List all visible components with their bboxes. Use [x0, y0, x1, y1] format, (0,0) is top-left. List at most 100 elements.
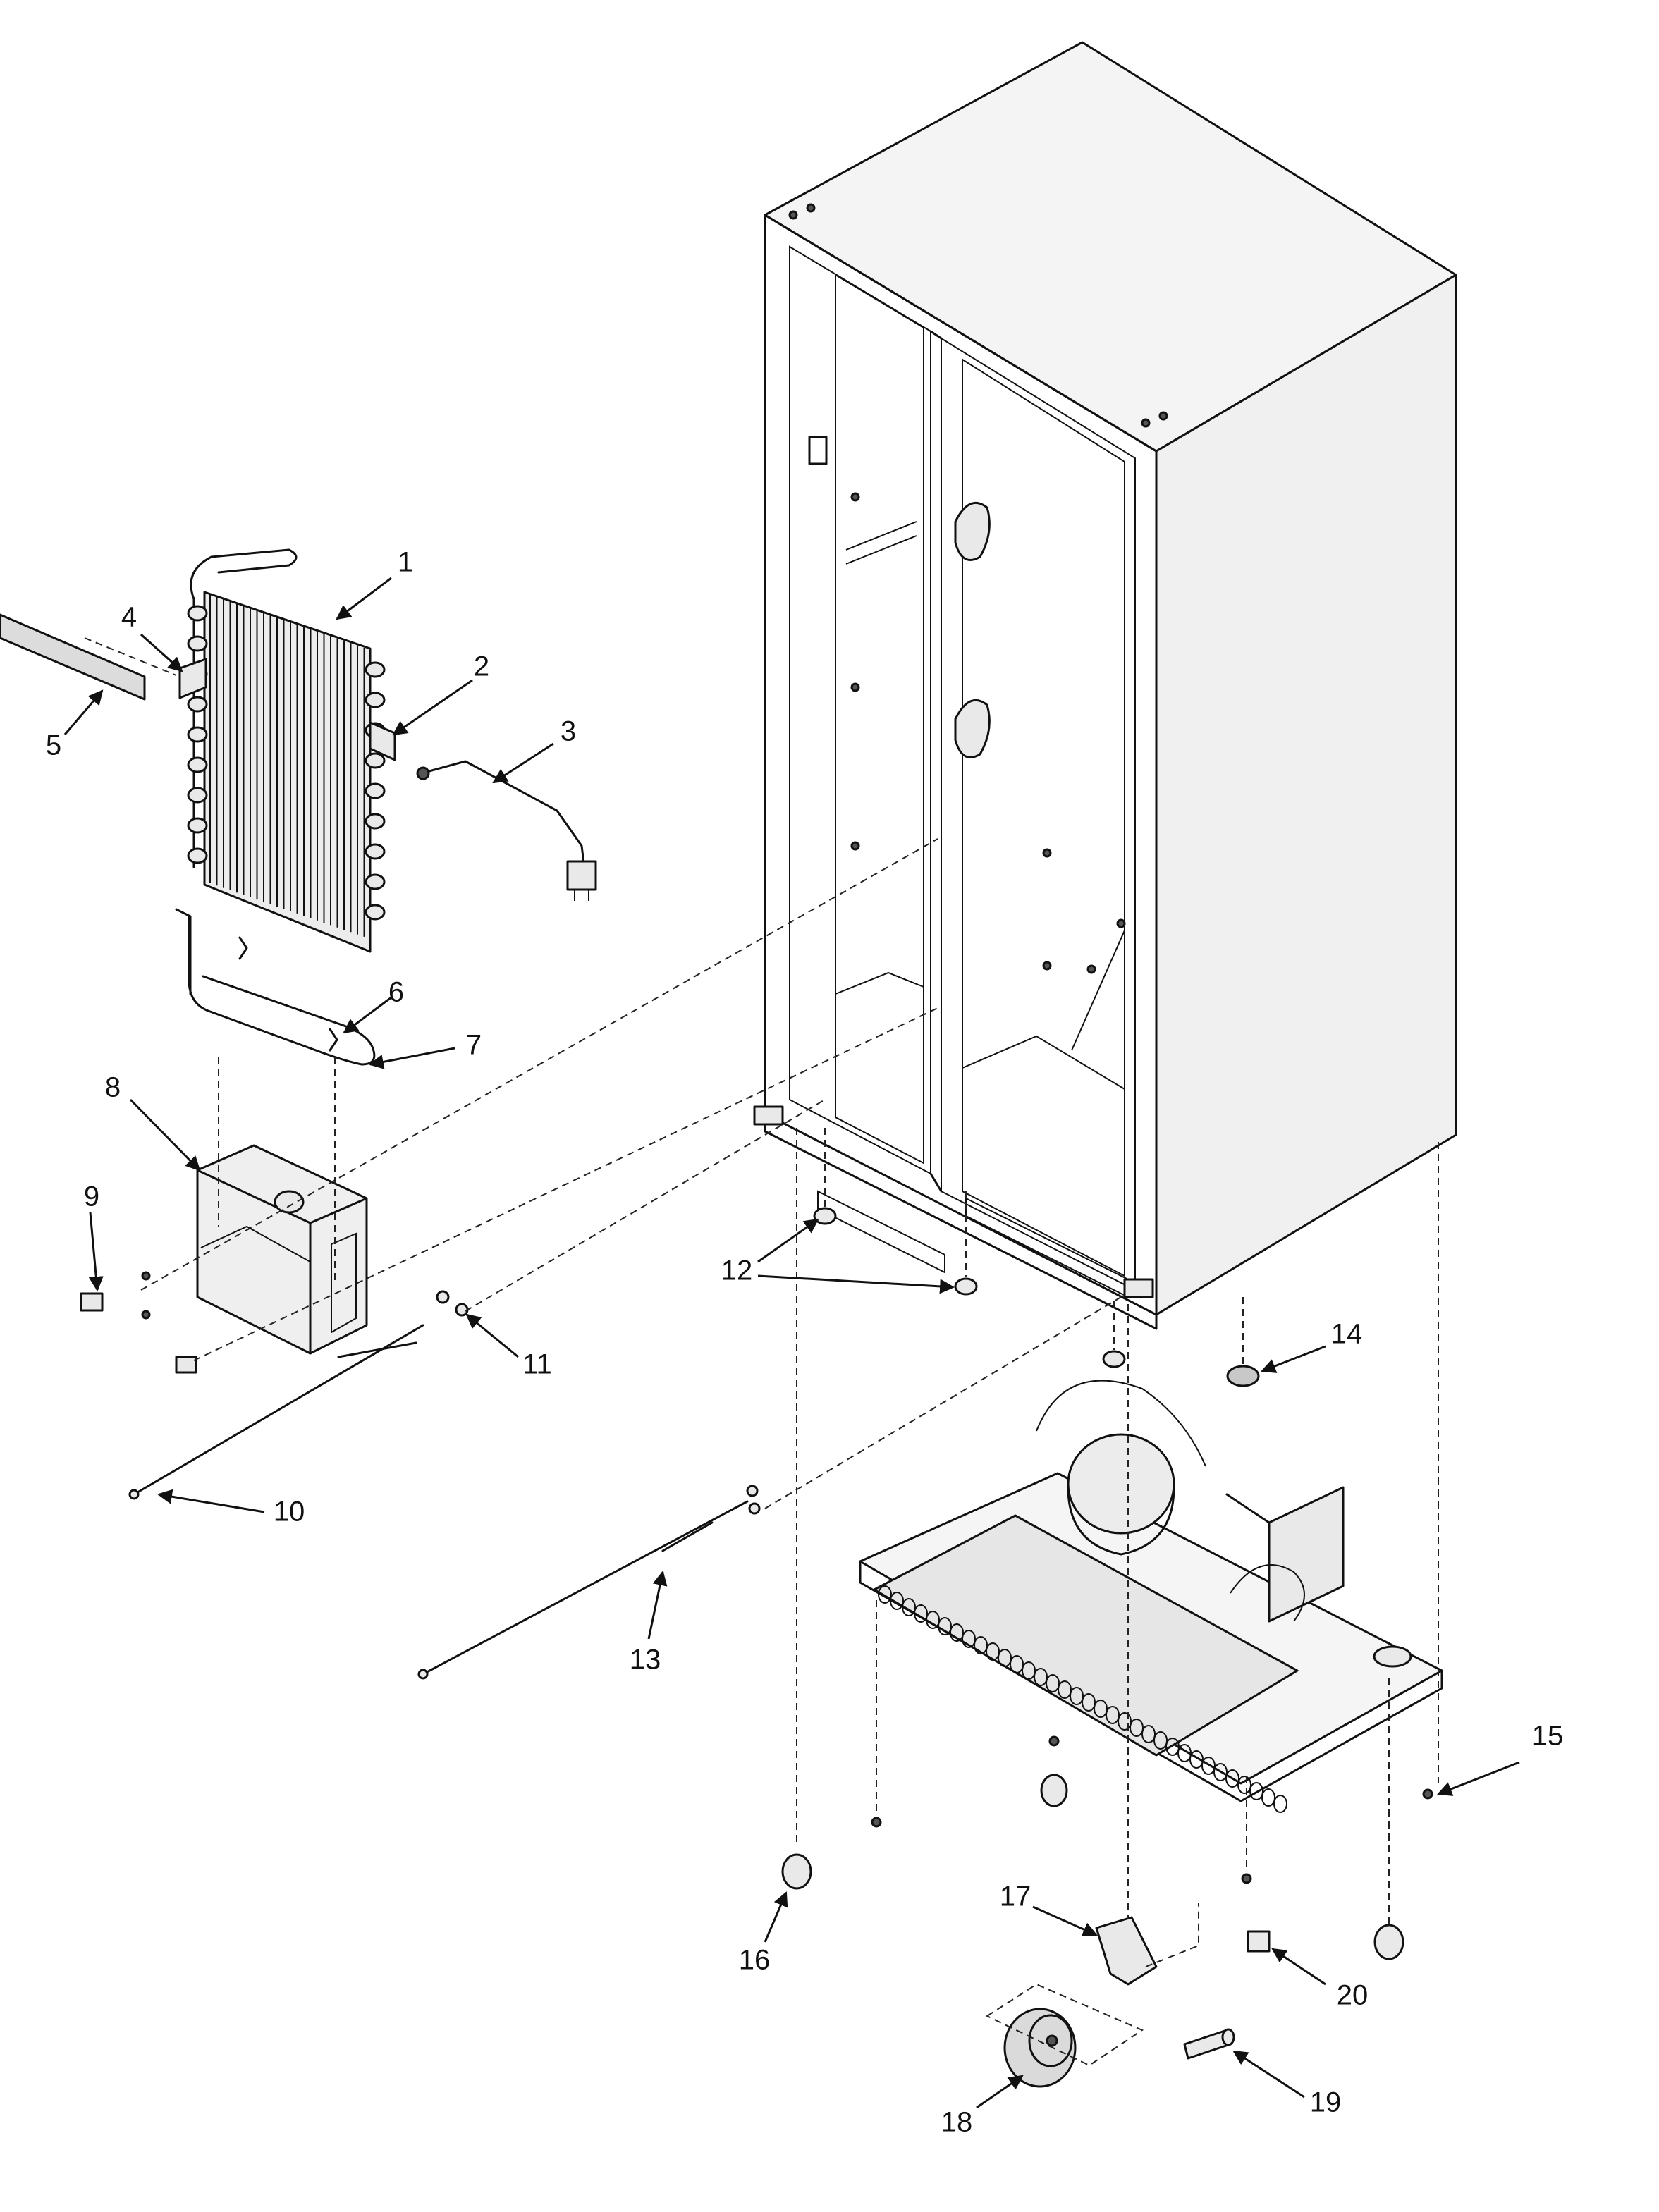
tube-bend [187, 847, 208, 864]
tube-bend [365, 782, 386, 799]
drain-clip [80, 1292, 104, 1312]
condenser-loop [1034, 1668, 1048, 1686]
condenser-loop [974, 1636, 988, 1654]
condenser-loop [998, 1649, 1012, 1667]
leader-lines [63, 577, 1520, 2109]
condenser-loop [914, 1604, 928, 1623]
condenser-loop [1201, 1757, 1216, 1775]
condenser-loop [1082, 1693, 1096, 1712]
cabinet-shell [753, 41, 1457, 1330]
callout-5: 5 [46, 730, 61, 761]
callout-11: 11 [522, 1349, 552, 1380]
compressor-deck [859, 1380, 1443, 1813]
tube-bend [187, 605, 208, 622]
tube-bend [187, 696, 208, 713]
leveling-bracket [1095, 1916, 1158, 1986]
insulation-strip [0, 613, 146, 701]
cabinet-pad [954, 1277, 978, 1296]
condenser-loop [1046, 1674, 1060, 1692]
condenser-loop [926, 1611, 940, 1629]
tube-bend [187, 726, 208, 743]
grommet [436, 1290, 450, 1304]
tube-bend [365, 873, 386, 890]
condenser-loop [1249, 1782, 1263, 1800]
coil-bracket-right [369, 721, 396, 761]
condenser-loop [1237, 1776, 1251, 1794]
mount-clip [175, 1356, 197, 1374]
callout-15: 15 [1532, 1721, 1564, 1752]
callout-16: 16 [739, 1945, 771, 1976]
condenser-loop [1141, 1725, 1156, 1743]
tube-bend [187, 787, 208, 804]
projection-lines [140, 838, 1439, 1924]
foot-pad [1226, 1365, 1260, 1387]
condenser-loop [1130, 1719, 1144, 1737]
screw [141, 1310, 151, 1320]
callout-4: 4 [121, 602, 137, 633]
tube-bend [365, 843, 386, 860]
tube-bend [365, 813, 386, 830]
refrigerant-tube [417, 1485, 761, 1680]
condenser-loop [1177, 1744, 1192, 1762]
condenser-loop [1058, 1680, 1072, 1699]
defrost-harness [416, 760, 597, 901]
condenser-loop [1153, 1731, 1168, 1750]
mount-screws [871, 1735, 1433, 1884]
callout-13: 13 [630, 1645, 661, 1676]
grommet [455, 1303, 469, 1317]
tube-bend [365, 661, 386, 678]
screw [141, 1271, 151, 1281]
condenser-loop [878, 1585, 892, 1604]
condenser-loop [1010, 1655, 1024, 1673]
cabinet-pad [813, 1207, 837, 1225]
condenser-loop [962, 1630, 976, 1648]
callout-19: 19 [1310, 2087, 1342, 2118]
callout-14: 14 [1331, 1319, 1363, 1350]
callout-10: 10 [274, 1497, 305, 1528]
condenser-loop [1070, 1687, 1084, 1705]
condenser-loop [1106, 1706, 1120, 1724]
drain-heater [175, 908, 376, 1066]
condenser-loop [1189, 1750, 1204, 1769]
condenser-loop [986, 1642, 1000, 1661]
condenser-loop [890, 1592, 904, 1610]
condenser-loop [1261, 1788, 1275, 1807]
drain-housing [196, 1144, 368, 1355]
condenser-loop [1225, 1769, 1239, 1788]
callout-1: 1 [398, 547, 413, 578]
roller-assembly [781, 1774, 1404, 1960]
callout-labels: 1 2 3 4 5 6 7 8 9 10 11 12 13 14 15 16 1… [46, 547, 1563, 2138]
condenser-loop [938, 1617, 952, 1635]
drain-tube [128, 1324, 424, 1500]
tube-bend [365, 752, 386, 769]
bracket-clip [1247, 1930, 1271, 1953]
condenser-loop [1273, 1795, 1287, 1813]
condenser-loop [1094, 1700, 1108, 1718]
evaporator-coil [187, 548, 386, 953]
tube-bend [365, 904, 386, 921]
condenser-loop [1213, 1763, 1228, 1781]
callout-12: 12 [721, 1255, 753, 1286]
condenser-loop [902, 1598, 916, 1616]
coil-bracket-left [178, 658, 207, 699]
callout-20: 20 [1337, 1980, 1369, 2011]
axle-pin [1183, 2028, 1235, 2060]
callout-2: 2 [474, 651, 489, 682]
callout-18: 18 [941, 2107, 973, 2138]
condenser-loop [950, 1623, 964, 1642]
tube-bend [187, 756, 208, 773]
tube-bend [365, 692, 386, 708]
callout-8: 8 [105, 1072, 121, 1103]
condenser-loop [1118, 1712, 1132, 1731]
callout-6: 6 [388, 977, 404, 1008]
cabinet-pad [1102, 1350, 1126, 1368]
callout-9: 9 [84, 1181, 99, 1212]
callout-7: 7 [466, 1030, 482, 1061]
callout-17: 17 [1000, 1881, 1031, 1912]
tube-bend [187, 817, 208, 834]
callout-3: 3 [561, 716, 576, 747]
condenser-loop [1022, 1661, 1036, 1680]
condenser-loop [1165, 1738, 1180, 1756]
front-wheel [1003, 2008, 1077, 2088]
